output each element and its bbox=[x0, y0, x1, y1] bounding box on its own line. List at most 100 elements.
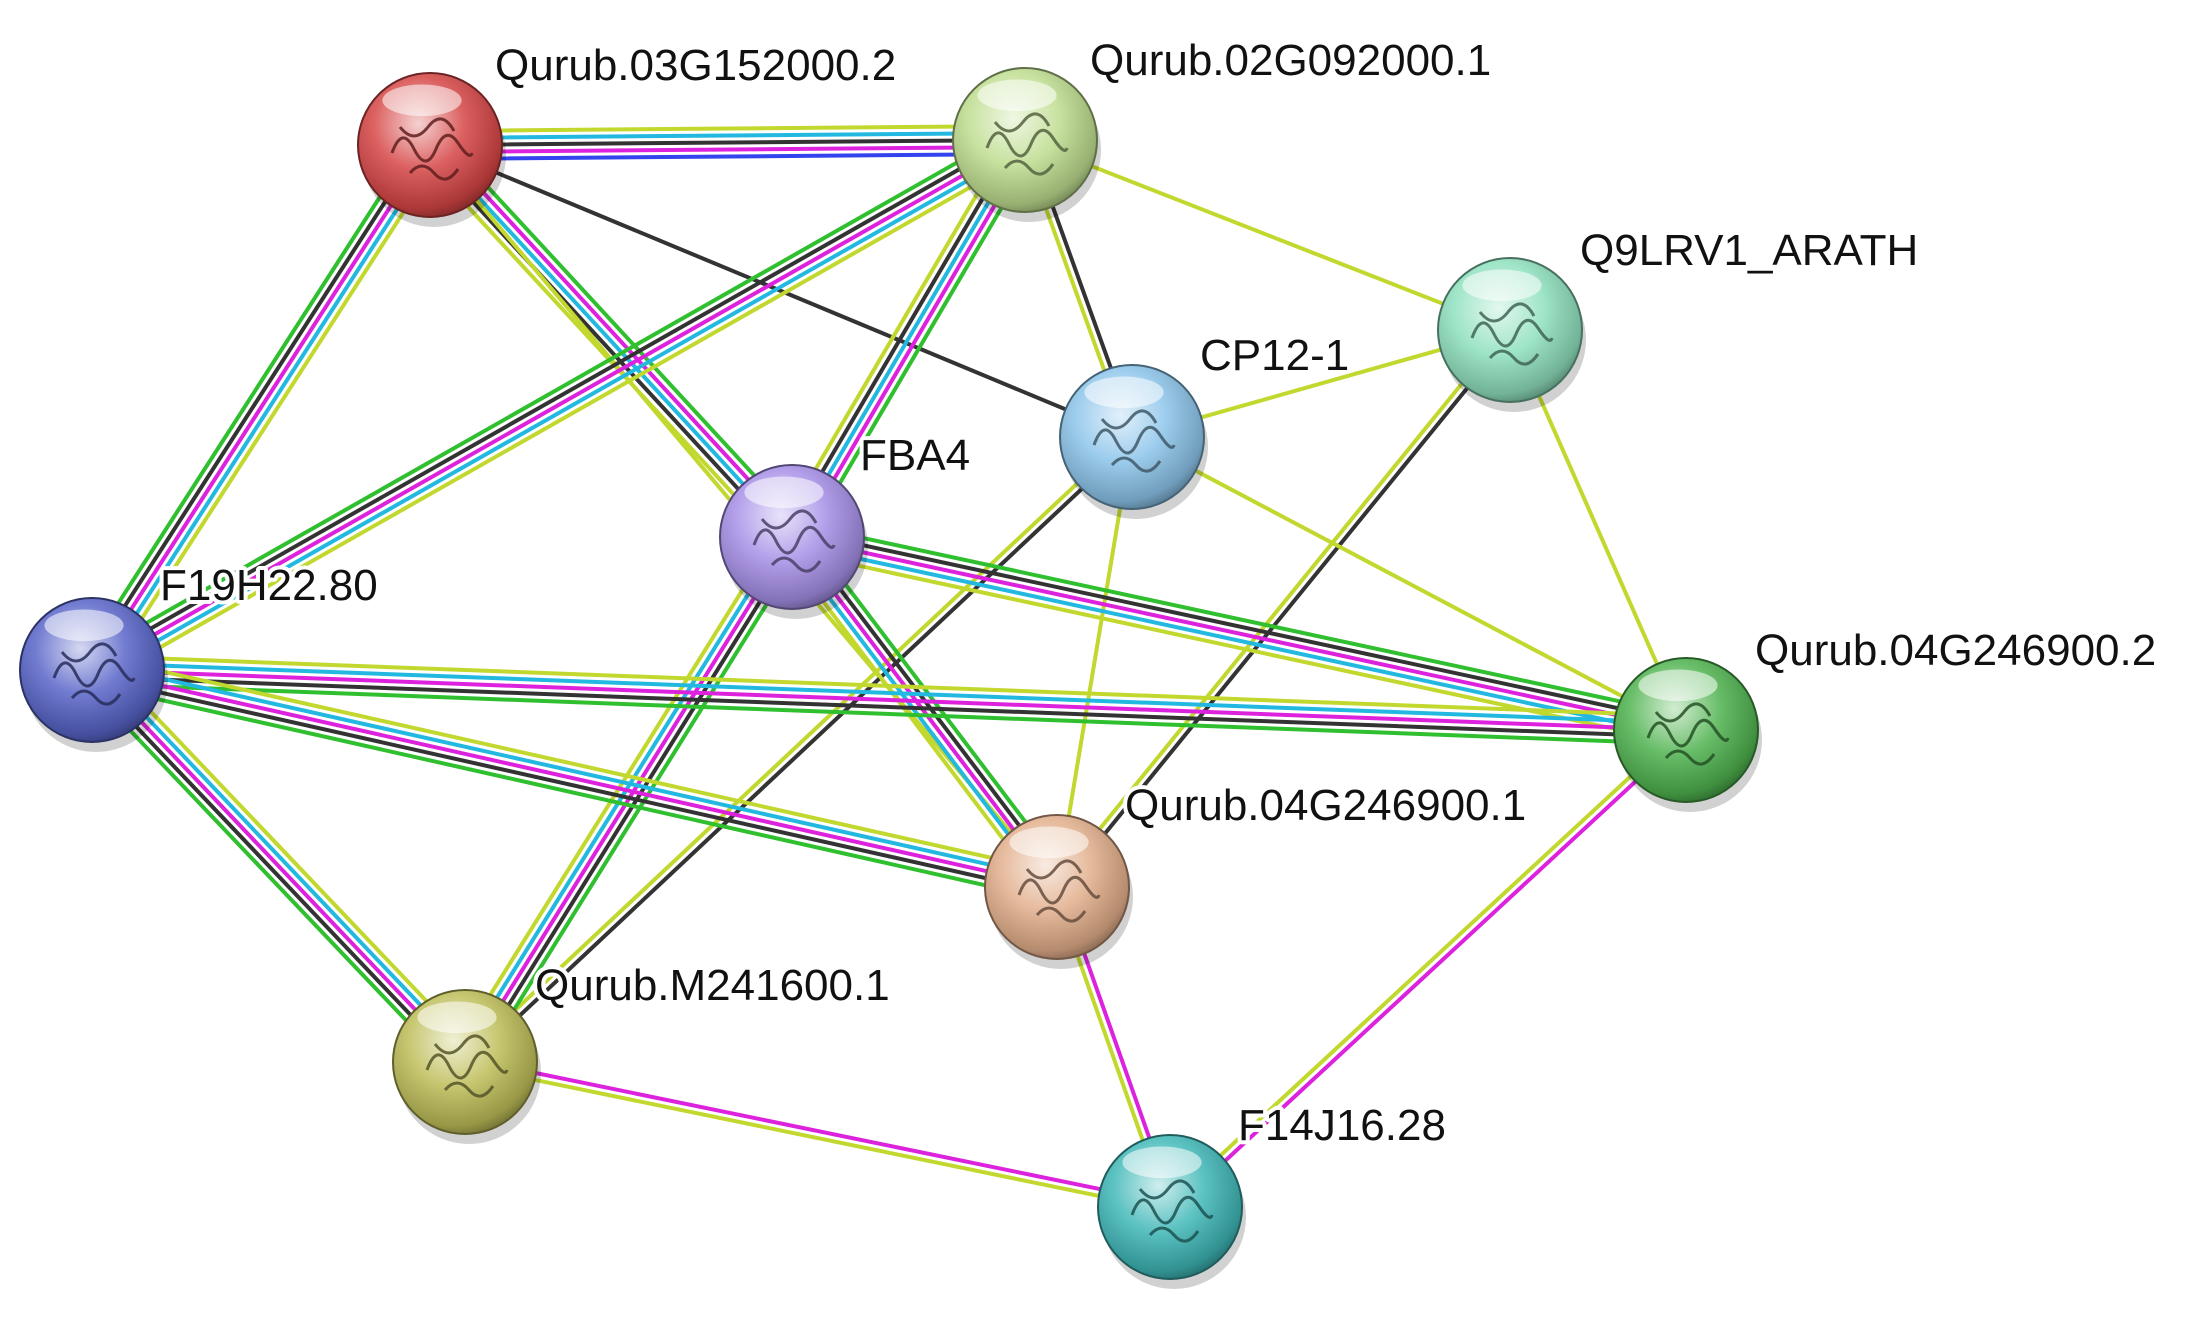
edge-line-olive bbox=[1165, 725, 1686, 1207]
node-label-f14j16-28: F14J16.28 bbox=[1238, 1101, 1446, 1150]
edge-qurub02-f19h22 bbox=[83, 125, 1034, 685]
edge-qurub03-qurub02 bbox=[427, 124, 1028, 161]
edge-line-cyan bbox=[790, 138, 1027, 539]
node-qurub-m241600-1[interactable] bbox=[392, 989, 541, 1144]
edge-cp12-qurub04_2 bbox=[1130, 435, 1688, 732]
edge-line-cyan bbox=[90, 661, 1689, 725]
node-highlight bbox=[744, 476, 824, 509]
node-highlight bbox=[1084, 376, 1164, 409]
node-label-qurub-m241600-1: Qurub.M241600.1 bbox=[535, 961, 890, 1010]
protein-structure-icon bbox=[1017, 859, 1101, 923]
edge-line-green bbox=[79, 677, 457, 1074]
edge-qurubm-f14j16 bbox=[462, 1056, 1173, 1213]
node-f19h22-80[interactable] bbox=[19, 597, 168, 752]
node-qurub-04g246900-1[interactable] bbox=[984, 814, 1133, 969]
protein-structure-icon bbox=[1646, 702, 1730, 766]
edge-line-black bbox=[89, 675, 1688, 739]
edge-line-magenta bbox=[90, 138, 1027, 672]
edge-line-olive bbox=[90, 654, 1689, 718]
node-label-f19h22-80: F19H22.80 bbox=[160, 561, 378, 610]
edge-line-olive bbox=[100, 658, 478, 1055]
edge-qurub02-q9lrv1 bbox=[1023, 138, 1512, 332]
edge-line-green bbox=[438, 133, 805, 530]
edge-line-magenta bbox=[433, 138, 800, 535]
node-label-qurub-02g092000-1: Qurub.02G092000.1 bbox=[1090, 36, 1491, 85]
node-highlight bbox=[44, 609, 124, 642]
edge-line-black bbox=[784, 134, 1021, 536]
node-highlight bbox=[1638, 669, 1718, 702]
edge-layer bbox=[78, 124, 1691, 1213]
edge-line-black bbox=[428, 143, 1134, 439]
edge-line-olive bbox=[777, 130, 1015, 532]
edge-line-green bbox=[86, 681, 1056, 903]
edge-line-black bbox=[84, 139, 427, 669]
node-label-cp12-1: CP12-1 bbox=[1200, 331, 1349, 380]
edge-qurub03-cp12 bbox=[428, 143, 1134, 439]
edge-line-olive bbox=[93, 654, 1063, 876]
edge-line-olive bbox=[460, 432, 1132, 1062]
edge-line-olive bbox=[462, 1063, 1172, 1213]
protein-structure-icon bbox=[1130, 1179, 1214, 1243]
edge-line-magenta bbox=[790, 535, 1688, 732]
edge-line-magenta bbox=[90, 668, 1688, 732]
edge-line-magenta bbox=[463, 1056, 1173, 1206]
edge-line-olive bbox=[427, 124, 1027, 133]
edge-line-cyan bbox=[95, 663, 473, 1060]
edge-line-black bbox=[84, 672, 462, 1069]
edge-line-olive bbox=[417, 152, 784, 549]
node-label-fba4: FBA4 bbox=[860, 431, 970, 480]
protein-structure-icon bbox=[425, 1034, 509, 1098]
edge-line-black bbox=[88, 674, 1058, 896]
edge-line-magenta bbox=[428, 145, 1028, 154]
protein-structure-icon bbox=[52, 642, 136, 706]
node-q9lrv1-arath[interactable] bbox=[1437, 257, 1586, 412]
edge-line-green bbox=[802, 145, 1040, 547]
node-f14j16-28[interactable] bbox=[1097, 1134, 1246, 1289]
edge-line-magenta bbox=[1170, 730, 1691, 1212]
label-layer: Qurub.03G152000.2 Qurub.02G092000.1Q9LRV1… bbox=[156, 32, 2160, 1154]
node-highlight bbox=[1122, 1146, 1202, 1179]
node-highlight bbox=[417, 1001, 497, 1034]
edge-line-green bbox=[793, 521, 1691, 719]
edge-f19h22-qurub04_1 bbox=[86, 654, 1063, 903]
edge-line-magenta bbox=[90, 143, 432, 672]
edge-line-black bbox=[86, 131, 1024, 666]
node-label-qurub-04g246900-2: Qurub.04G246900.2 bbox=[1755, 626, 2156, 675]
edge-qurub03-fba4 bbox=[417, 133, 805, 549]
edge-line-black bbox=[465, 437, 1137, 1067]
node-highlight bbox=[382, 84, 462, 117]
edge-line-black bbox=[422, 147, 789, 544]
node-highlight bbox=[1009, 826, 1089, 859]
edge-line-green bbox=[89, 682, 1688, 746]
edge-line-olive bbox=[96, 150, 1034, 685]
edge-qurub04_2-f14j16 bbox=[1165, 725, 1691, 1212]
edge-cp12-qurub04_1 bbox=[1055, 435, 1134, 889]
edge-line-magenta bbox=[790, 535, 1059, 889]
edge-f19h22-qurubm bbox=[79, 658, 478, 1074]
node-fba4[interactable] bbox=[719, 464, 868, 619]
node-layer bbox=[19, 67, 1762, 1289]
node-cp12-1[interactable] bbox=[1059, 364, 1208, 519]
node-label-qurub-03g152000-2: Qurub.03G152000.2 bbox=[495, 41, 896, 90]
node-qurub-02g092000-1[interactable] bbox=[952, 67, 1101, 222]
node-qurub-04g246900-2[interactable] bbox=[1613, 657, 1762, 812]
protein-structure-icon bbox=[1092, 409, 1176, 473]
node-label-q9lrv1-arath: Q9LRV1_ARATH bbox=[1580, 226, 1918, 275]
edge-line-magenta bbox=[90, 668, 467, 1064]
node-highlight bbox=[977, 79, 1057, 112]
edge-line-blue bbox=[428, 152, 1028, 161]
edge-line-cyan bbox=[788, 541, 1687, 739]
node-qurub-03g152000-2[interactable] bbox=[357, 72, 506, 227]
edge-line-olive bbox=[1023, 138, 1512, 332]
edge-line-green bbox=[78, 135, 421, 665]
edge-cp12-qurubm bbox=[460, 432, 1137, 1067]
edge-line-olive bbox=[101, 150, 444, 680]
edge-line-cyan bbox=[427, 131, 1027, 140]
edge-qurub03-f19h22 bbox=[78, 135, 444, 680]
edge-f19h22-qurub04_2 bbox=[89, 654, 1689, 746]
protein-structure-icon bbox=[985, 112, 1069, 176]
edge-line-black bbox=[428, 138, 1027, 147]
protein-structure-icon bbox=[1470, 302, 1554, 366]
edge-line-cyan bbox=[91, 661, 1061, 883]
